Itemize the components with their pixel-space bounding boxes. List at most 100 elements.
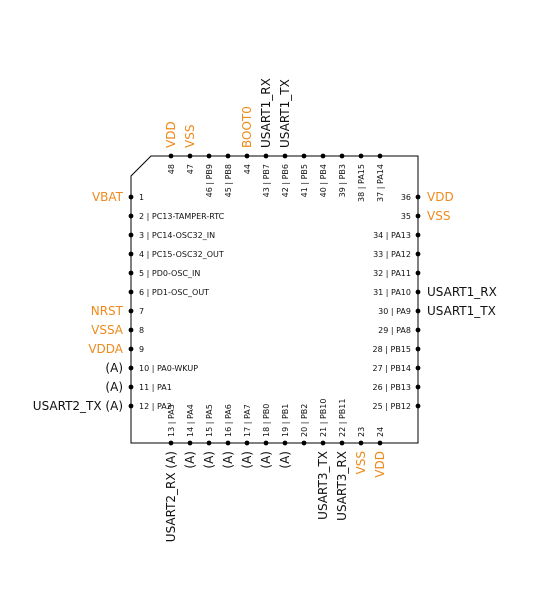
pin-label-34-pa13: 34 | PA13 [373, 231, 411, 240]
pin-label-33-pa12: 33 | PA12 [373, 250, 411, 259]
pin-dot-16-pa6 [225, 440, 231, 446]
pin-label-7: 7 [139, 307, 144, 316]
pin-label-42-pb6: 42 | PB6 [281, 164, 290, 197]
pin-dot-33-pa12 [415, 251, 421, 257]
pin-label-25-pb12: 25 | PB12 [373, 402, 411, 411]
pin-label-45-pb8: 45 | PB8 [224, 164, 233, 197]
pin-dot-41-pb5 [301, 153, 307, 159]
pin-label-29-pa8: 29 | PA8 [378, 326, 411, 335]
signal-label-12-pa2: USART2_TX (A) [33, 399, 123, 413]
signal-label-47: VSS [183, 125, 197, 148]
pin-label-36: 36 [401, 193, 411, 202]
pin-dot-22-pb11 [339, 440, 345, 446]
pin-dot-18-pb0 [263, 440, 269, 446]
pin-label-2-pc13-tamper-rtc: 2 | PC13-TAMPER-RTC [139, 212, 225, 221]
signal-label-18-pb0: (A) [259, 451, 273, 469]
signal-label-43-pb7: USART1_RX [259, 78, 273, 148]
pin-label-30-pa9: 30 | PA9 [378, 307, 411, 316]
signal-label-8: VSSA [91, 323, 124, 337]
signal-label-23: VSS [354, 451, 368, 474]
pin-dot-5-pd0-osc-in [128, 270, 134, 276]
pin-dot-34-pa13 [415, 232, 421, 238]
signal-label-44: BOOT0 [240, 106, 254, 148]
signal-label-22-pb11: USART3_RX [335, 451, 349, 521]
pin-label-23: 23 [357, 427, 366, 437]
pin-dot-15-pa5 [206, 440, 212, 446]
pin-dot-42-pb6 [282, 153, 288, 159]
pin-dot-7 [128, 308, 134, 314]
pin-label-27-pb14: 27 | PB14 [373, 364, 411, 373]
pin-dot-23 [358, 440, 364, 446]
signal-label-16-pa6: (A) [221, 451, 235, 469]
pin-label-26-pb13: 26 | PB13 [373, 383, 411, 392]
pin-dot-43-pb7 [263, 153, 269, 159]
pin-dot-26-pb13 [415, 384, 421, 390]
pin-label-40-pb4: 40 | PB4 [319, 164, 328, 197]
signal-label-7: NRST [91, 304, 124, 318]
signal-label-13-pa3: USART2_RX (A) [164, 451, 178, 542]
pin-label-8: 8 [139, 326, 144, 335]
pin-dot-32-pa11 [415, 270, 421, 276]
pin-label-20-pb2: 20 | PB2 [300, 404, 309, 437]
pin-dot-46-pb9 [206, 153, 212, 159]
pin-dot-6-pd1-osc-out [128, 289, 134, 295]
signal-label-17-pa7: (A) [240, 451, 254, 469]
pin-label-28-pb15: 28 | PB15 [373, 345, 411, 354]
signal-label-9: VDDA [88, 342, 123, 356]
pin-label-4-pc15-osc32-out: 4 | PC15-OSC32_OUT [139, 250, 224, 259]
pin-dot-12-pa2 [128, 403, 134, 409]
pin-dot-25-pb12 [415, 403, 421, 409]
pin-label-44: 44 [243, 164, 252, 174]
pin-label-18-pb0: 18 | PB0 [262, 404, 271, 437]
pin-dot-37-pa14 [377, 153, 383, 159]
pin-dot-27-pb14 [415, 365, 421, 371]
pin-label-47: 47 [186, 164, 195, 174]
pin-label-16-pa6: 16 | PA6 [224, 404, 233, 437]
signal-label-19-pb1: (A) [278, 451, 292, 469]
signal-label-35: VSS [427, 209, 450, 223]
pin-label-22-pb11: 22 | PB11 [338, 399, 347, 437]
pin-label-1: 1 [139, 193, 144, 202]
pin-dot-4-pc15-osc32-out [128, 251, 134, 257]
signal-label-14-pa4: (A) [183, 451, 197, 469]
pin-label-6-pd1-osc-out: 6 | PD1-OSC_OUT [139, 288, 209, 297]
pin-dot-44 [244, 153, 250, 159]
chip-package-outline [130, 155, 419, 444]
pin-dot-36 [415, 194, 421, 200]
pin-dot-20-pb2 [301, 440, 307, 446]
pin-dot-45-pb8 [225, 153, 231, 159]
pin-dot-47 [187, 153, 193, 159]
pin-dot-48 [168, 153, 174, 159]
pin-label-5-pd0-osc-in: 5 | PD0-OSC_IN [139, 269, 200, 278]
pin-dot-19-pb1 [282, 440, 288, 446]
pin-label-39-pb3: 39 | PB3 [338, 164, 347, 197]
pin-dot-14-pa4 [187, 440, 193, 446]
pin-dot-11-pa1 [128, 384, 134, 390]
pin-dot-40-pb4 [320, 153, 326, 159]
pin-dot-21-pb10 [320, 440, 326, 446]
signal-label-15-pa5: (A) [202, 451, 216, 469]
pin-dot-9 [128, 346, 134, 352]
pin-dot-13-pa3 [168, 440, 174, 446]
pin-dot-24 [377, 440, 383, 446]
pin-label-15-pa5: 15 | PA5 [205, 404, 214, 437]
pin-dot-2-pc13-tamper-rtc [128, 213, 134, 219]
signal-label-42-pb6: USART1_TX [278, 79, 292, 148]
pin-label-19-pb1: 19 | PB1 [281, 404, 290, 437]
signal-label-10-pa0-wkup: (A) [105, 361, 123, 375]
pin-label-46-pb9: 46 | PB9 [205, 164, 214, 197]
signal-label-11-pa1: (A) [105, 380, 123, 394]
pin-dot-1 [128, 194, 134, 200]
pin-label-9: 9 [139, 345, 144, 354]
signal-label-30-pa9: USART1_TX [427, 304, 496, 318]
pin-label-38-pa15: 38 | PA15 [357, 164, 366, 202]
pin-dot-38-pa15 [358, 153, 364, 159]
pin-label-13-pa3: 13 | PA3 [167, 404, 176, 437]
pin-dot-29-pa8 [415, 327, 421, 333]
signal-label-48: VDD [164, 121, 178, 148]
pin-dot-39-pb3 [339, 153, 345, 159]
pin-label-3-pc14-osc32-in: 3 | PC14-OSC32_IN [139, 231, 215, 240]
pin-label-35: 35 [401, 212, 411, 221]
